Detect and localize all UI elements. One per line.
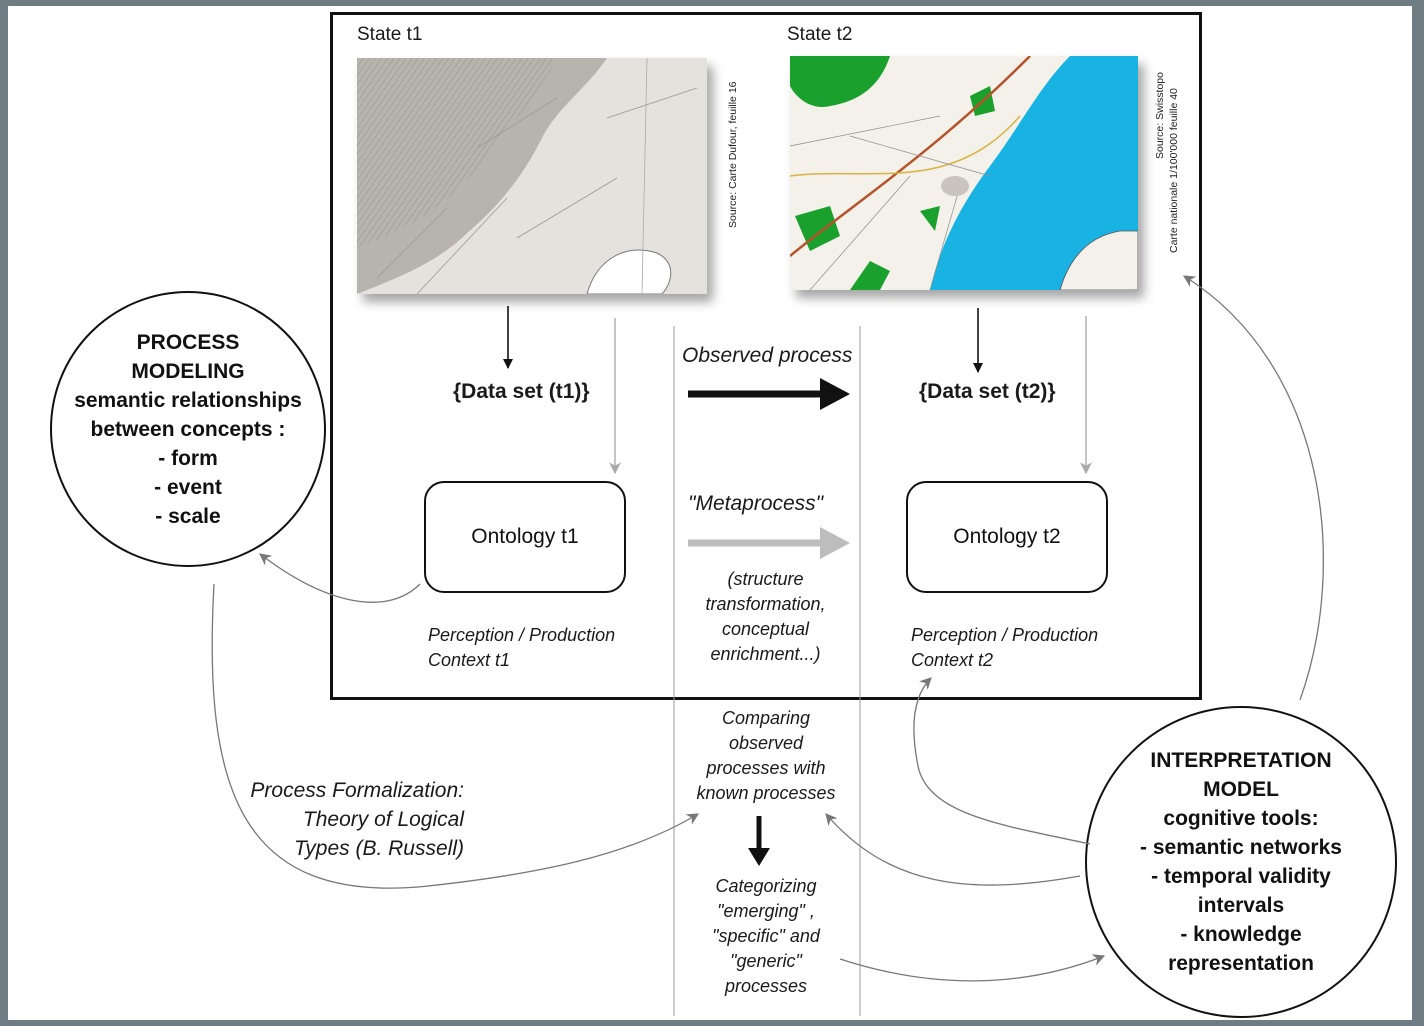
- state-t1-label: State t1: [357, 24, 423, 45]
- metaprocess-detail: (structure transformation, conceptual en…: [705, 569, 826, 664]
- comparing-to-categorizing-arrow: [748, 816, 770, 866]
- observed-process-arrow: [688, 378, 850, 410]
- diagram-canvas: State t1 State t2 Source: Carte Dufour, …: [8, 6, 1412, 1020]
- categorizing-text: Categorizing "emerging" , "specific" and…: [712, 876, 820, 996]
- state-t2-label: State t2: [787, 24, 853, 45]
- process-modeling-circle: PROCESS MODELING semantic relationships …: [50, 291, 326, 567]
- comparing-text: Comparing observed processes with known …: [696, 708, 836, 803]
- interpretation-to-comparing-arrow: [825, 813, 1081, 886]
- ontology-t1-box: Ontology t1: [424, 481, 626, 593]
- states-frame: [330, 12, 1202, 700]
- interpretation-model-circle: INTERPRETATION MODEL cognitive tools: - …: [1085, 706, 1397, 1018]
- context-t2: Perception / Production Context t2: [911, 625, 1099, 670]
- categorizing-to-interpretation-arrow: [839, 954, 1106, 982]
- dataset-t2: {Data set (t2)}: [919, 380, 1056, 403]
- ontology-t2-box: Ontology t2: [906, 481, 1108, 593]
- ontology-to-process-modeling-arrow: [259, 553, 421, 603]
- interpretation-to-map-t2-arrow: [1182, 275, 1325, 701]
- interpretation-to-context-t2-arrow: [913, 677, 1091, 845]
- formalization-to-comparing-arrow: [211, 583, 700, 889]
- connector-layer: [211, 275, 1325, 1016]
- modern-map-t2: [790, 56, 1138, 290]
- context-t1: Perception / Production Context t1: [428, 625, 616, 670]
- observed-process-label: Observed process: [682, 344, 853, 367]
- metaprocess-label: "Metaprocess": [688, 492, 824, 515]
- dataset-t1: {Data set (t1)}: [453, 380, 590, 403]
- historical-map-t1: [357, 58, 707, 294]
- process-formalization-text: Process Formalization: Theory of Logical…: [250, 779, 464, 860]
- metaprocess-arrow: [688, 527, 850, 559]
